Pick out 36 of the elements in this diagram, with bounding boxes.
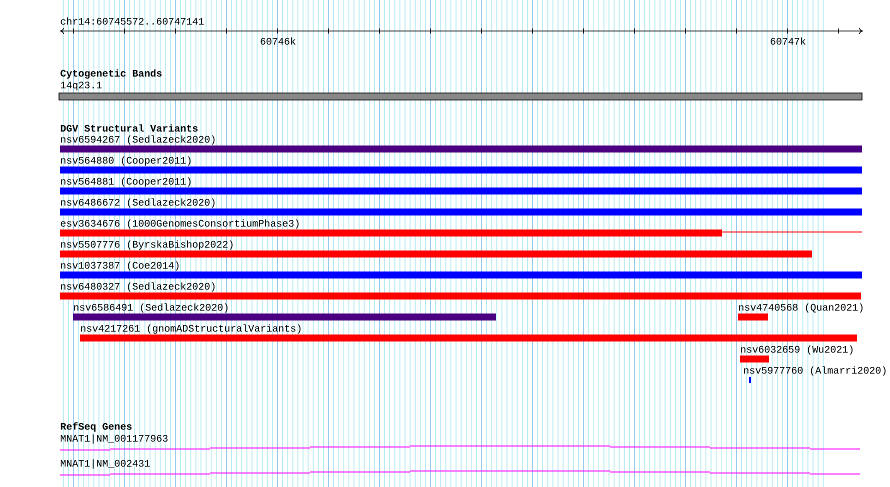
node-label: nsv5977760 (Almarri2020) [744,366,886,376]
node-label: nsv4217261 (gnomADStructuralVariants) [81,324,301,334]
node-label: nsv6480327 (Sedlazeck2020) [61,282,215,292]
cytoband-track: 14q23.1 [58,82,862,100]
node-label: nsv4740568 (Quan2021) [739,303,863,313]
variant-track: nsv6586491 (Sedlazeck2020) [73,303,496,320]
variant-track: nsv6480327 (Sedlazeck2020) [60,282,862,300]
tick-label: 60747k [770,37,806,45]
coordinate-label: chr14:60745572..60747141 [60,17,204,25]
variant-track: nsv4217261 (gnomADStructuralVariants) [80,324,858,342]
track-heading: DGV Structural Variants [60,124,198,132]
track-heading: RefSeq Genes [60,422,132,432]
gene-track: MNAT1|NM_002431 [60,459,860,476]
variant-track: nsv564880 (Cooper2011) [60,156,862,174]
node-label: esv3634676 (1000GenomesConsortiumPhase3) [60,219,299,229]
node-label: nsv6586491 (Sedlazeck2020) [74,303,228,313]
node-label: nsv5507776 (ByrskaBishop2022) [61,240,233,250]
node-label: nsv6594267 (Sedlazeck2020) [61,135,215,145]
variant-track: nsv564881 (Cooper2011) [60,177,862,194]
track-heading: Cytogenetic Bands [60,69,162,79]
variant-track: nsv6032659 (Wu2021) [740,345,853,362]
node-label: 14q23.1 [60,82,102,90]
node-label: nsv1037387 (Coe2014) [61,261,179,271]
variant-track: nsv4740568 (Quan2021) [738,303,863,320]
gene-track: MNAT1|NM_001177963 [60,434,860,450]
node-label: nsv6486672 (Sedlazeck2020) [61,198,215,208]
variant-track: nsv5977760 (Almarri2020) [744,366,886,383]
variant-track: nsv6486672 (Sedlazeck2020) [60,198,862,216]
node-label: nsv6032659 (Wu2021) [741,345,853,355]
variant-track: nsv5507776 (ByrskaBishop2022) [60,240,812,258]
tick-label: 60746k [260,37,296,45]
variant-track: nsv6594267 (Sedlazeck2020) [60,135,862,152]
variant-track: esv3634676 (1000GenomesConsortiumPhase3) [60,219,863,236]
node-label: nsv564880 (Cooper2011) [61,156,191,166]
variant-track: nsv1037387 (Coe2014) [60,261,862,278]
node-label: nsv564881 (Cooper2011) [61,177,191,187]
